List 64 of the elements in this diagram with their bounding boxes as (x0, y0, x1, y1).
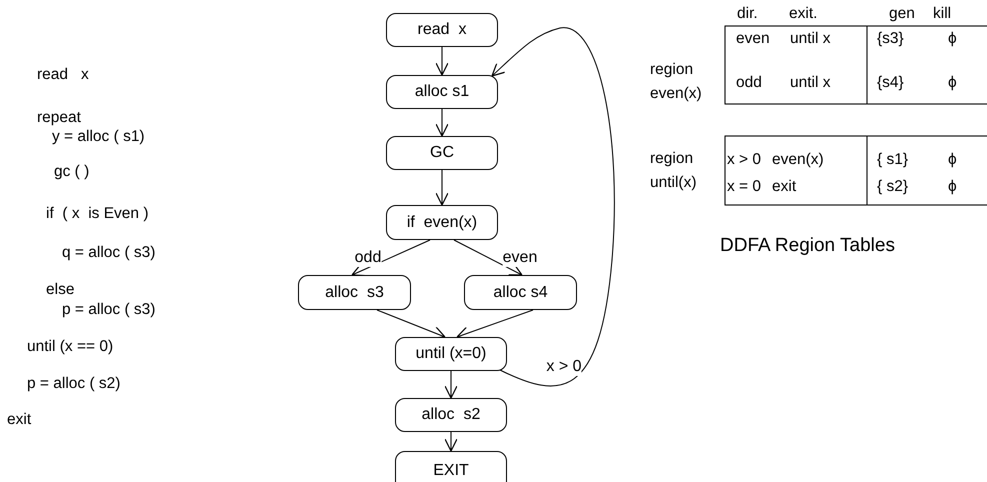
code-line: gc ( ) (54, 163, 90, 181)
code-line: until (x == 0) (27, 338, 114, 356)
table-cell: x = 0 (727, 178, 762, 196)
node-label: EXIT (433, 462, 469, 480)
table-cell: x > 0 (727, 151, 762, 169)
column-header: gen (889, 5, 915, 23)
process-box (386, 205, 498, 240)
code-line: if ( x is Even ) (46, 205, 148, 223)
node-label: GC (430, 144, 454, 162)
edge-label: x > 0 (546, 358, 582, 376)
table-cell: {s3} (877, 30, 904, 48)
table-cell: even (736, 30, 770, 48)
node-label: alloc s2 (422, 406, 480, 424)
code-line: repeat (37, 109, 81, 127)
table-cell-text: region even(x) (650, 60, 703, 104)
arrow (435, 170, 449, 206)
arrow (491, 28, 615, 386)
code-line: q = alloc ( s3) (62, 244, 156, 262)
table-cell: until x (790, 74, 830, 92)
node-label: if even(x) (406, 214, 478, 232)
process-box (386, 136, 498, 170)
code-line: y = alloc ( s1) (52, 128, 145, 146)
arrow (454, 240, 523, 276)
table-cell: { s2} (877, 178, 908, 196)
table-cell: ϕ (948, 178, 957, 196)
table-cell-text: region until(x) (650, 149, 698, 193)
caption: DDFA Region Tables (720, 237, 895, 255)
node-label: alloc s4 (493, 284, 548, 302)
table-cell: until x (790, 30, 830, 48)
column-header: dir. (737, 5, 758, 23)
code-line: exit (7, 411, 32, 429)
table-cell: exit (772, 178, 796, 196)
arrow (435, 46, 449, 76)
code-line: else (46, 281, 74, 299)
table-cell: {s4} (877, 74, 904, 92)
table-cell: ϕ (948, 30, 957, 48)
arrow (435, 108, 449, 137)
edge-label: odd (354, 249, 382, 267)
table-cell: { s1} (877, 151, 908, 169)
process-box (464, 275, 577, 310)
code-line: p = alloc ( s2) (27, 375, 120, 393)
table-cell: ϕ (948, 151, 957, 169)
code-line: p = alloc ( s3) (62, 301, 156, 319)
node-label: read x (418, 21, 466, 39)
arrow (456, 310, 534, 340)
process-box (386, 75, 498, 109)
arrow (444, 370, 458, 399)
process-box (395, 398, 507, 432)
arrow (376, 310, 446, 339)
code-line: read x (37, 66, 89, 84)
table-cell: even(x) (772, 151, 824, 169)
arrow (444, 432, 458, 452)
column-header: exit. (789, 5, 818, 23)
process-box (386, 13, 498, 47)
table-cell: odd (736, 74, 762, 92)
node-label: until (x=0) (416, 345, 486, 363)
process-box (298, 275, 411, 310)
column-header: kill (933, 5, 952, 23)
node-label: alloc s1 (414, 83, 470, 101)
table-cell: ϕ (948, 74, 957, 92)
process-box (395, 451, 507, 482)
node-label: alloc s3 (325, 284, 384, 302)
arrow (351, 240, 430, 276)
process-box (395, 337, 507, 371)
